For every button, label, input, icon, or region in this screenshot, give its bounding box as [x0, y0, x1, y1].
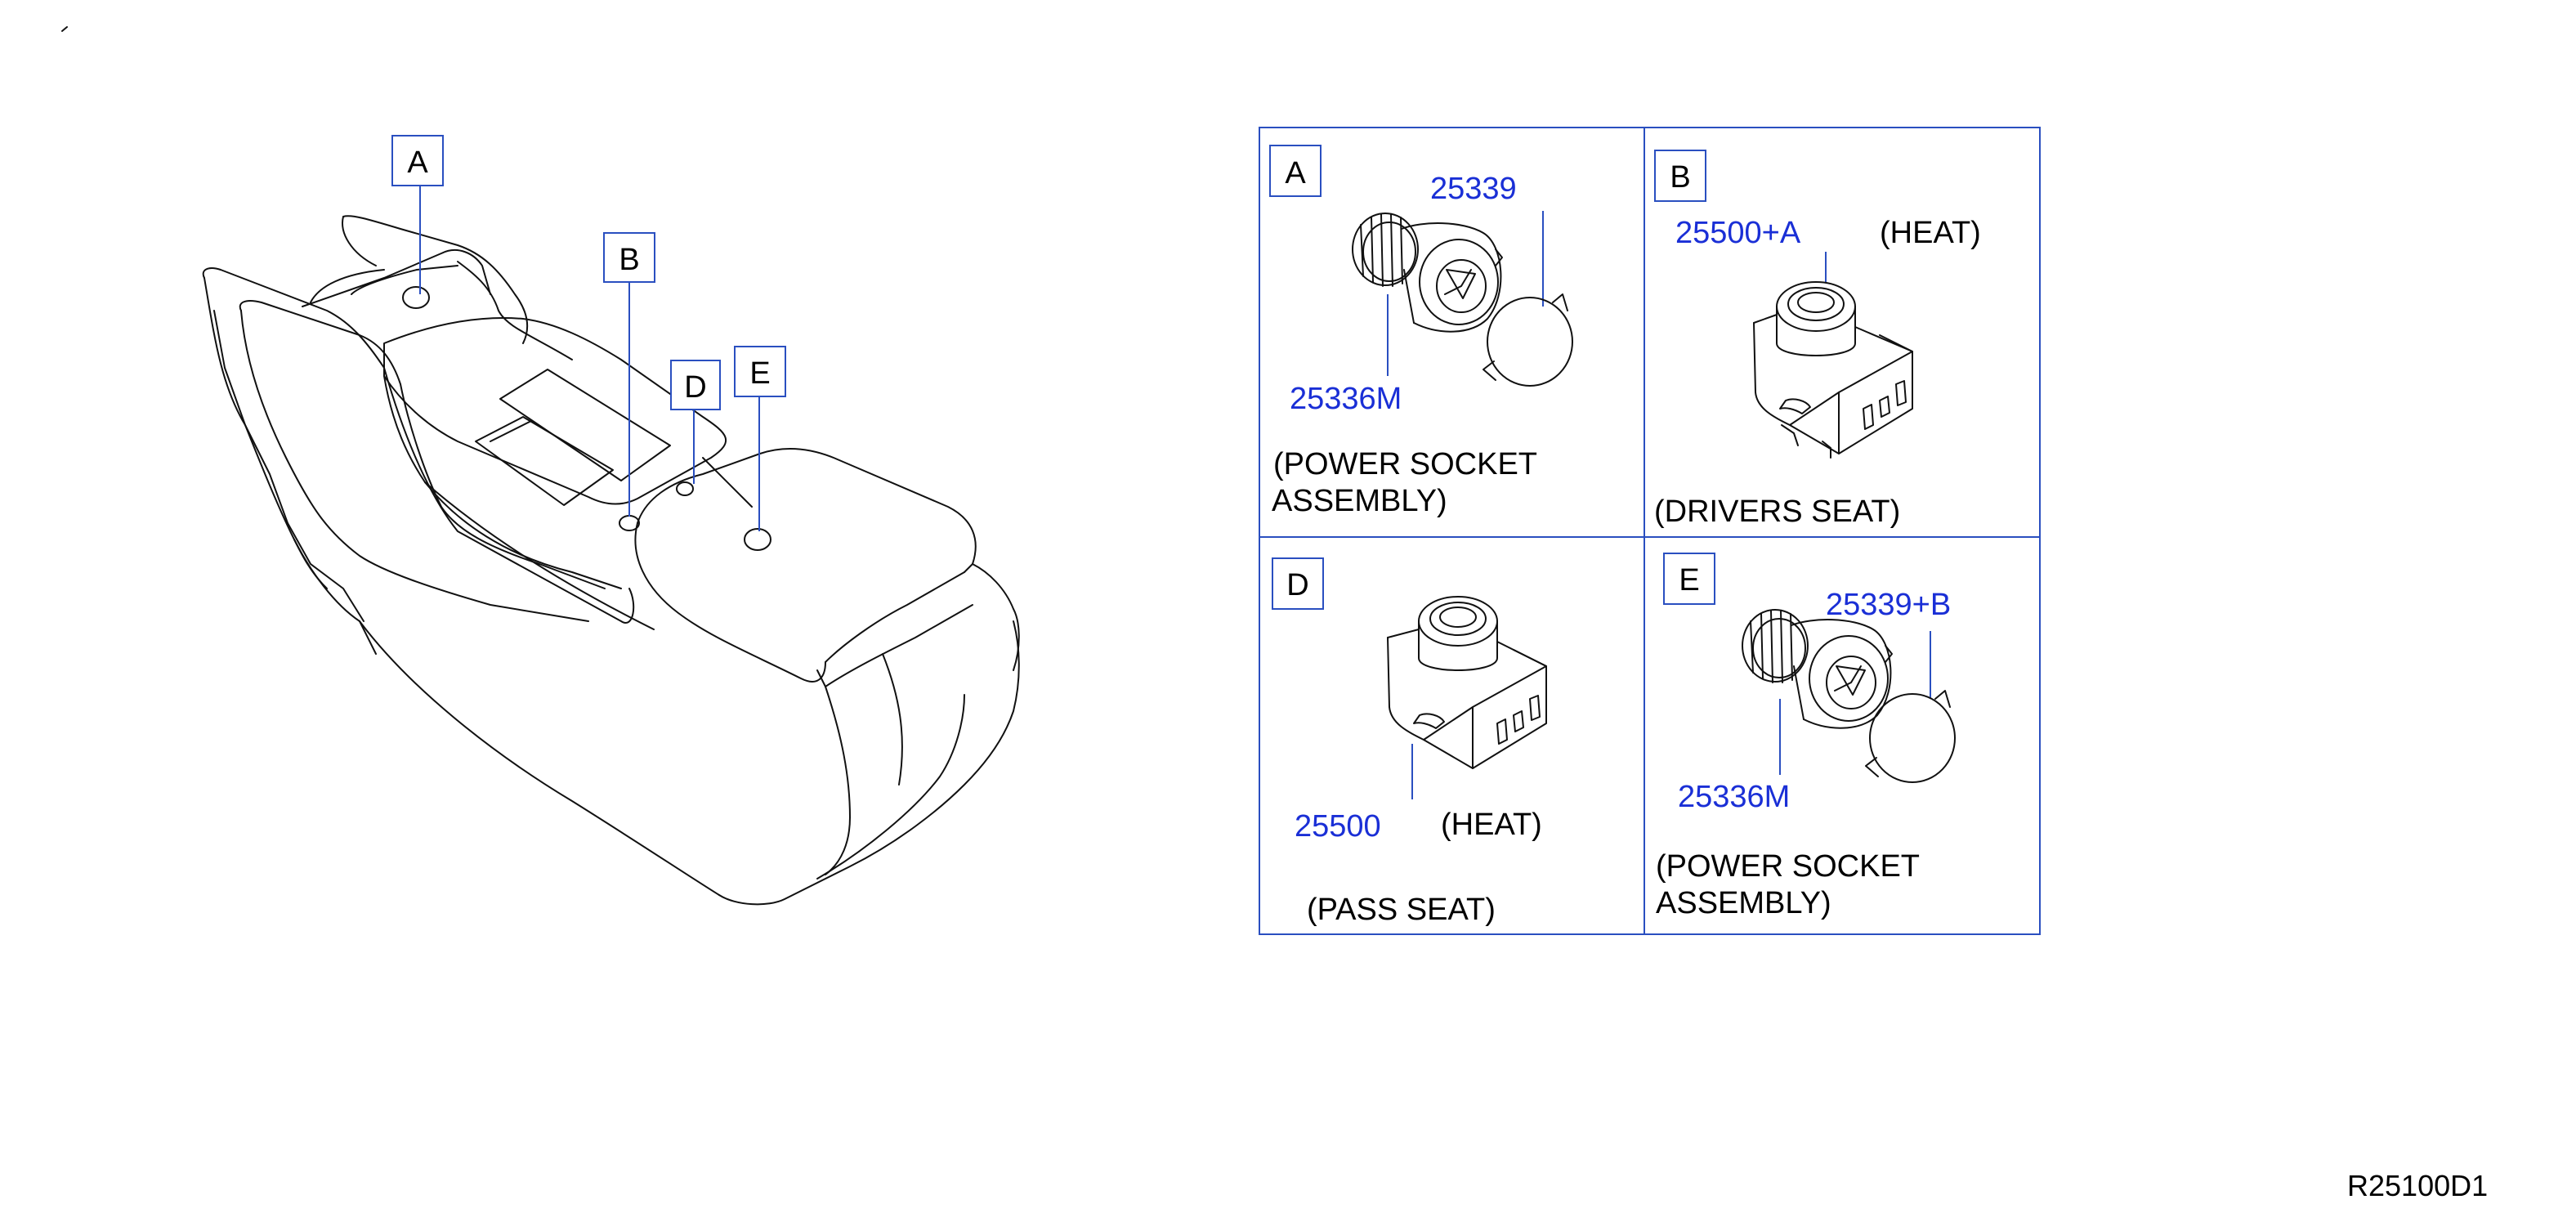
callout-b-label: B [619, 243, 639, 277]
panel-d-part: 25500 [1295, 809, 1381, 844]
callout-d-label: D [684, 370, 706, 405]
panel-a-part-bottom: 25336M [1290, 382, 1402, 416]
console-callout-e: E [734, 346, 786, 397]
console-callout-b: B [603, 232, 655, 283]
panel-a-desc-line2: ASSEMBLY) [1272, 484, 1447, 518]
panel-a: A 25339 25336M (POWER SOCKET ASSEMBLY) [1269, 145, 1573, 518]
panel-e-desc-line1: (POWER SOCKET [1656, 849, 1920, 884]
diagram-reference-code: R25100D1 [2347, 1169, 2488, 1202]
panel-e-tag [1663, 553, 1715, 605]
corner-mark [61, 26, 68, 32]
panel-a-part-top: 25339 [1430, 172, 1517, 206]
panel-b-part: 25500+A [1675, 216, 1801, 250]
callout-a-label: A [407, 145, 428, 180]
power-socket-icon [1352, 213, 1573, 387]
console-callout-a: A [391, 135, 444, 186]
panel-d: D 25500 (HEAT) (PASS SEAT) [1272, 557, 1547, 927]
panel-d-letter: D [1286, 568, 1308, 602]
panel-e: E 25339+B 25336M (POWER SOCKET ASSEMBLY) [1656, 553, 1956, 920]
panel-d-note: (HEAT) [1441, 808, 1542, 842]
panel-b-desc: (DRIVERS SEAT) [1654, 495, 1900, 529]
panel-a-letter: A [1285, 156, 1306, 190]
console-callout-d: D [670, 360, 721, 410]
panel-b-note: (HEAT) [1880, 216, 1981, 250]
heated-seat-switch-icon-pass [1387, 596, 1547, 769]
panel-e-part-bottom: 25336M [1678, 780, 1790, 814]
panel-e-letter: E [1679, 563, 1699, 598]
panel-d-tag [1272, 557, 1324, 610]
panel-e-desc-line2: ASSEMBLY) [1656, 886, 1831, 920]
panel-a-tag [1269, 145, 1322, 197]
panel-b-letter: B [1670, 160, 1690, 195]
callout-e-label: E [749, 356, 770, 391]
panel-d-desc: (PASS SEAT) [1307, 893, 1496, 927]
panel-e-part-top: 25339+B [1826, 588, 1951, 622]
panel-a-desc-line1: (POWER SOCKET [1273, 447, 1537, 481]
center-console-illustration [202, 215, 1020, 906]
power-socket-icon-e [1742, 609, 1956, 783]
detail-grid [1259, 127, 2041, 935]
panel-b: B 25500+A (HEAT) (DRIVERS SEAT) [1654, 150, 1981, 529]
heated-seat-switch-icon-drivers [1753, 281, 1913, 459]
panel-b-tag [1654, 150, 1706, 202]
